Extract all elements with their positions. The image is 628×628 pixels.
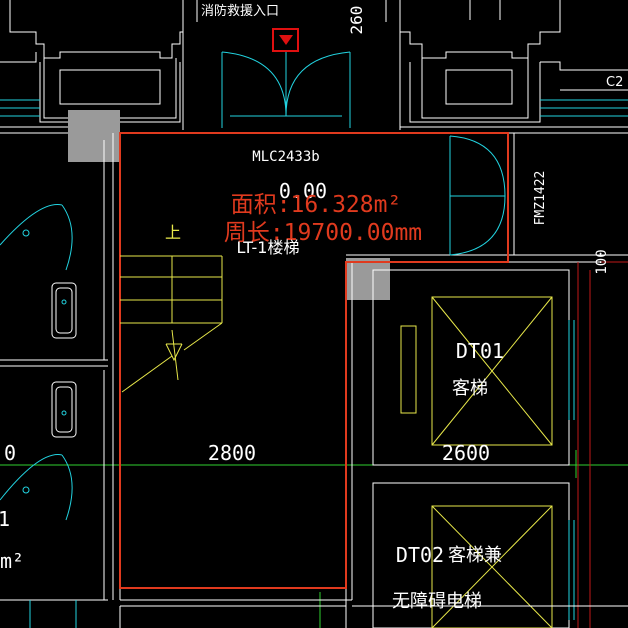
red-triangle-down-icon: [279, 35, 293, 45]
fmz-door: [449, 135, 506, 256]
height-zero: 0.00: [279, 179, 327, 203]
left-partial-unit: m²: [0, 549, 24, 573]
door-fmz-label: FMZ1422: [533, 171, 548, 226]
stair-steps: [120, 255, 223, 393]
dim-right-100: 100: [594, 249, 610, 274]
dim-elevator-width: 2600: [442, 441, 490, 465]
elevator2-name-b: 无障碍电梯: [392, 591, 482, 612]
elevator1-code: DT01: [456, 339, 504, 363]
perimeter-value: 周长:19700.00mm: [224, 220, 422, 246]
fire-entrance-marker: [272, 28, 299, 52]
left-partial-b: 1: [0, 507, 10, 531]
elevator2-car: [431, 505, 553, 628]
column-top-left: [68, 110, 120, 162]
stair-up-label: 上: [165, 223, 181, 242]
door-window-c2: C2: [606, 75, 623, 90]
fire-entrance-label: 消防救援入口: [201, 3, 279, 19]
door-mlc-label: MLC2433b: [252, 149, 319, 165]
dim-top: 260: [347, 6, 366, 35]
stair-name: LT-1楼梯: [237, 238, 300, 257]
column-mid: [346, 258, 390, 300]
left-bathrooms: [0, 140, 346, 607]
area-value: 面积:16.328m²: [231, 192, 402, 218]
elevator2-name-a: 客梯兼: [448, 545, 502, 566]
elevator-doors: [568, 320, 575, 620]
elevator1-name: 客梯: [452, 378, 488, 399]
area-outline: [119, 132, 509, 589]
elevator2-code: DT02: [396, 543, 444, 567]
left-partial-a: 0: [4, 441, 16, 465]
top-window-lines: [0, 51, 628, 128]
left-bathroom-doors: [0, 204, 77, 628]
left-fixtures: [22, 229, 67, 494]
elevator1-car: [400, 296, 553, 446]
dim-stair-width: 2800: [208, 441, 256, 465]
bottom-walls: [119, 600, 628, 628]
right-red-lines: [577, 261, 628, 628]
